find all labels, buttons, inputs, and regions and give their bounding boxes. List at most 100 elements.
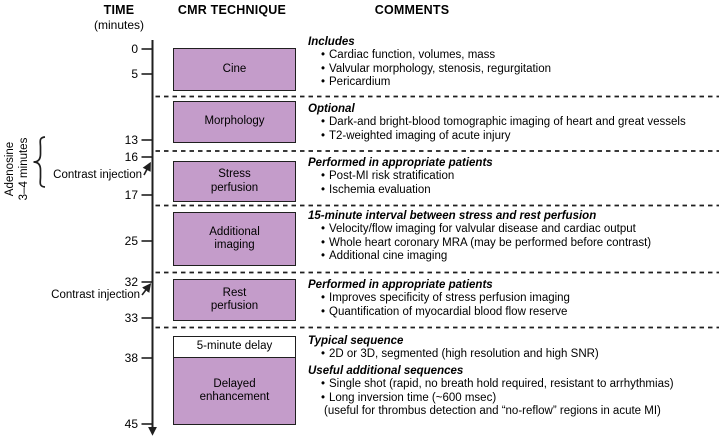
technique-box-cine: Cine: [173, 48, 296, 91]
comment-text: Long inversion time (~600 msec): [329, 391, 497, 404]
bullet-icon: •: [321, 250, 326, 263]
comment-text: Improves specificity of stress perfusion…: [329, 292, 570, 305]
time-column-header: TIME (minutes): [79, 3, 159, 32]
technique-box-label: 5-minute delay: [196, 340, 273, 353]
tick-label-32: 32: [124, 274, 138, 289]
comment-text: Pericardium: [329, 76, 391, 89]
comment-bullet-item: •T2-weighted imaging of acute injury: [308, 130, 720, 143]
technique-box-label: Cine: [222, 62, 247, 75]
technique-box-label: Stress: [218, 168, 251, 180]
tick-label-16: 16: [124, 149, 138, 164]
comment-text: Dark-and bright-blood tomographic imagin…: [329, 116, 686, 129]
bullet-icon: •: [321, 305, 326, 318]
comment-text: Velocity/flow imaging for valvular disea…: [329, 223, 636, 236]
technique-box-label: Additional: [209, 225, 260, 238]
comment-block: Typical sequence•2D or 3D, segmented (hi…: [308, 335, 720, 362]
comment-bullet-item: •2D or 3D, segmented (high resolution an…: [308, 348, 720, 361]
bullet-icon: •: [321, 170, 326, 183]
comment-heading: Useful additional sequences: [308, 364, 464, 377]
tick-label-5: 5: [131, 66, 138, 81]
bullet-icon: •: [321, 129, 326, 142]
comment-bullet-item: •Improves specificity of stress perfusio…: [308, 292, 720, 305]
bullet-icon: •: [321, 292, 326, 305]
comment-text: Quantification of myocardial blood flow …: [329, 305, 568, 318]
tick-label-45: 45: [124, 416, 138, 431]
comment-text: Single shot (rapid, no breath hold requi…: [329, 378, 674, 391]
comment-text: 2D or 3D, segmented (high resolution and…: [329, 348, 599, 361]
comment-heading: Typical sequence: [308, 335, 404, 347]
technique-box-label: perfusion: [210, 181, 259, 194]
comment-bullet-item: •Whole heart coronary MRA (may be perfor…: [308, 237, 720, 250]
comment-text: (useful for thrombus detection and “no-r…: [324, 405, 661, 418]
tick-label-25: 25: [124, 233, 138, 248]
comment-bullet-item: •Ischemia evaluation: [308, 184, 720, 197]
comments-column-header: COMMENTS: [374, 3, 450, 17]
comment-section-4: 15-minute interval between stress and re…: [308, 210, 720, 264]
comment-text: Cardiac function, volumes, mass: [329, 49, 496, 62]
technique-box-label: imaging: [214, 239, 255, 251]
time-unit-subtitle: (minutes): [93, 18, 144, 32]
technique-box-label: perfusion: [210, 300, 259, 312]
comment-section-2: Optional•Dark-and bright-blood tomograph…: [308, 103, 720, 143]
comment-bullet-item: •Pericardium: [308, 76, 720, 89]
contrast-injection-arrow-2: [141, 283, 152, 296]
bullet-icon: •: [321, 236, 326, 249]
adenosine-duration-label: Adenosine 3–4 minutes: [3, 123, 37, 215]
comment-block: Performed in appropriate patients•Post-M…: [308, 157, 720, 197]
comment-section-6: Typical sequence•2D or 3D, segmented (hi…: [308, 335, 720, 418]
comment-heading: Performed in appropriate patients: [308, 279, 493, 291]
comment-text: Whole heart coronary MRA (may be perform…: [329, 236, 652, 249]
comment-section-5: Performed in appropriate patients•Improv…: [308, 279, 720, 319]
comment-bullet-item: •Valvular morphology, stenosis, regurgit…: [308, 63, 720, 76]
comment-bullet-item: •Quantification of myocardial blood flow…: [308, 306, 720, 319]
comment-bullet-item: •Long inversion time (~600 msec): [308, 392, 720, 405]
comment-bullet-item: •Additional cine imaging: [308, 250, 720, 263]
comment-heading: Optional: [308, 103, 355, 115]
adenosine-brace: [33, 136, 46, 188]
bullet-icon: •: [321, 49, 326, 62]
comment-block: Optional•Dark-and bright-blood tomograph…: [308, 103, 720, 143]
tick-label-0: 0: [131, 41, 138, 56]
adenosine-label-line1: Adenosine: [4, 141, 16, 197]
comment-bullet-item: •Velocity/flow imaging for valvular dise…: [308, 223, 720, 236]
comment-section-3: Performed in appropriate patients•Post-M…: [308, 157, 720, 197]
technique-box-label: Delayed: [213, 377, 256, 390]
technique-box-label: enhancement: [199, 391, 270, 403]
comment-text: T2-weighted imaging of acute injury: [329, 129, 511, 142]
comment-bullet-item: •Single shot (rapid, no breath hold requ…: [308, 378, 720, 391]
adenosine-label-line2: 3–4 minutes: [18, 137, 30, 201]
comment-block: Useful additional sequences•Single shot …: [308, 365, 720, 419]
comment-heading: 15-minute interval between stress and re…: [308, 210, 597, 222]
comment-block: 15-minute interval between stress and re…: [308, 210, 720, 264]
contrast-injection-arrow-1: [142, 161, 151, 176]
bullet-icon: •: [321, 62, 326, 75]
comment-continuation-line: (useful for thrombus detection and “no-r…: [308, 405, 720, 418]
comment-block: Includes•Cardiac function, volumes, mass…: [308, 36, 720, 90]
comment-section-1: Includes•Cardiac function, volumes, mass…: [308, 36, 720, 90]
bullet-icon: •: [321, 348, 326, 361]
technique-box-morphology: Morphology: [173, 101, 296, 143]
comment-bullet-item: •Dark-and bright-blood tomographic imagi…: [308, 116, 720, 129]
comment-text: Additional cine imaging: [329, 250, 448, 263]
technique-column-header: CMR TECHNIQUE: [177, 3, 287, 17]
technique-box-five-minute-delay: 5-minute delay: [173, 336, 296, 358]
contrast-injection-label-2: Contrast injection: [51, 289, 140, 301]
technique-box-label: Rest: [222, 286, 247, 299]
bullet-icon: •: [321, 223, 326, 236]
bullet-icon: •: [321, 76, 326, 89]
comment-bullet-item: •Cardiac function, volumes, mass: [308, 49, 720, 62]
comment-text: Valvular morphology, stenosis, regurgita…: [329, 62, 552, 75]
tick-label-38: 38: [124, 350, 138, 365]
comment-heading: Performed in appropriate patients: [308, 157, 493, 169]
comment-text: Ischemia evaluation: [329, 183, 431, 196]
bullet-icon: •: [321, 183, 326, 196]
contrast-injection-label-1: Contrast injection: [53, 169, 142, 181]
comment-text: Post-MI risk stratification: [329, 170, 455, 183]
tick-label-17: 17: [124, 187, 138, 202]
